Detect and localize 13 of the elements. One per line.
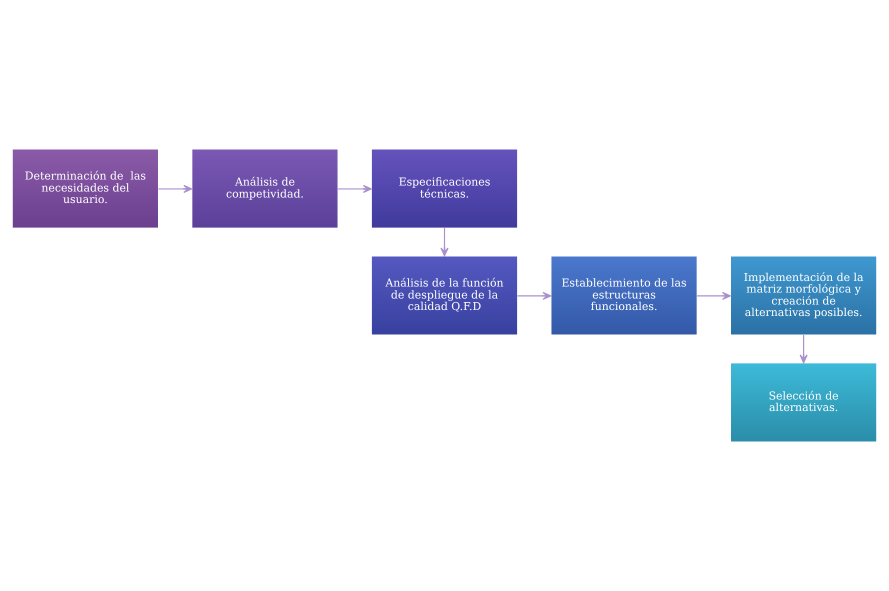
arrow <box>697 292 731 300</box>
node-box: Especificaciones técnicas. <box>371 148 518 228</box>
arrow <box>440 228 449 256</box>
node-box: Análisis de competividad. <box>192 148 338 228</box>
arrow <box>338 184 372 194</box>
node-box: Análisis de la función de despliegue de la calidad Q.F.D <box>371 256 518 336</box>
node-box: Selección de alternativas. <box>730 362 877 442</box>
node-box: Implementación de la matriz morfológica y creación de alternativas posibles. <box>730 256 877 336</box>
arrow <box>800 335 808 364</box>
arrow <box>518 292 552 300</box>
node-box: Establecimiento de las estructuras funcionales. <box>550 256 698 336</box>
arrow <box>158 184 192 194</box>
node-box: Determinación de las necesidades del usuario. <box>12 148 159 228</box>
